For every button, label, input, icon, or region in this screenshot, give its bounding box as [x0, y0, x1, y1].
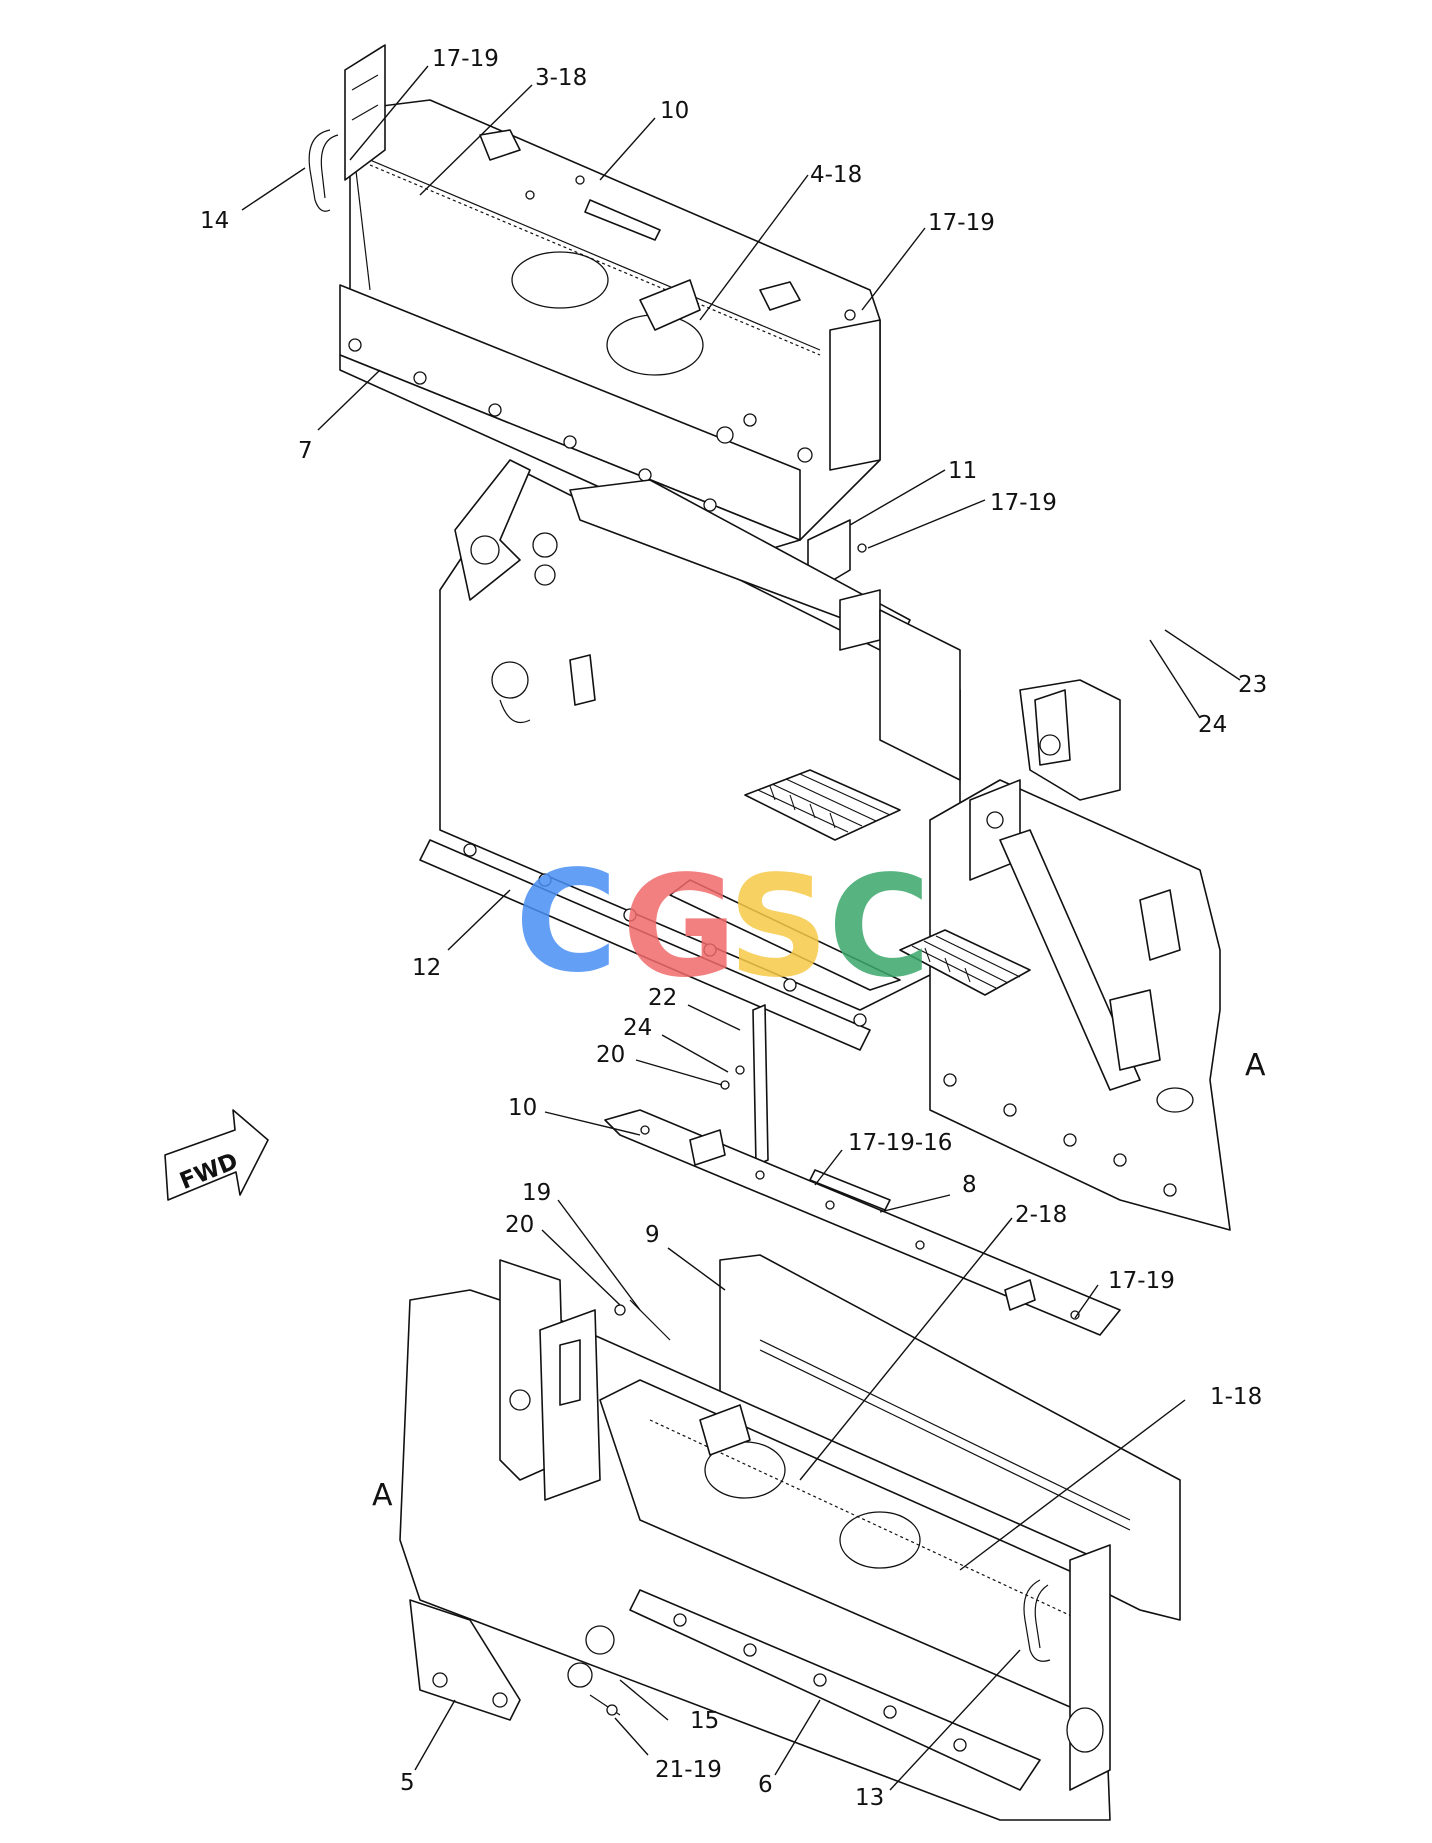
callout-2-18: 2-18 [1015, 1202, 1067, 1228]
bar-22 [752, 1004, 769, 1166]
callout-10-top: 10 [660, 98, 689, 124]
leader-lines [241, 65, 1241, 1791]
bottom-assembly [399, 1254, 1181, 1821]
callout-labels: 14 17-19 3-18 10 4-18 17-19 7 11 17-19 2… [200, 46, 1267, 1811]
callout-17-19-a: 17-19 [432, 46, 499, 72]
callout-12: 12 [412, 955, 441, 981]
watermark-letter-s: S [728, 846, 829, 1009]
callout-17-19-c: 17-19 [990, 490, 1057, 516]
callout-20-b: 20 [505, 1212, 534, 1238]
callout-5: 5 [400, 1770, 415, 1796]
watermark-letter-c: C [515, 841, 618, 1004]
watermark: C G S C [515, 841, 931, 1009]
callout-17-19-d: 17-19 [1108, 1268, 1175, 1294]
callout-9: 9 [645, 1222, 660, 1248]
callout-6: 6 [758, 1772, 773, 1798]
callout-17-19-16: 17-19-16 [848, 1130, 952, 1156]
callout-11: 11 [948, 458, 977, 484]
callout-7: 7 [298, 438, 313, 464]
callout-20-a: 20 [596, 1042, 625, 1068]
rail-10-mid [604, 1109, 1121, 1336]
view-label-a-right: A [1245, 1048, 1266, 1083]
view-label-a-left: A [372, 1478, 393, 1513]
callout-15: 15 [690, 1708, 719, 1734]
watermark-letter-g: G [622, 846, 737, 1009]
callout-17-19-b: 17-19 [928, 210, 995, 236]
watermark-letter-c2: C [828, 846, 931, 1009]
callout-4-18: 4-18 [810, 162, 862, 188]
middle-assembly [419, 459, 961, 1051]
top-assembly [308, 44, 881, 556]
callout-21-19: 21-19 [655, 1757, 722, 1783]
callout-14: 14 [200, 208, 229, 234]
callout-23: 23 [1238, 672, 1267, 698]
callout-24-a: 24 [1198, 712, 1227, 738]
callout-24-b: 24 [623, 1015, 652, 1041]
callout-22: 22 [648, 985, 677, 1011]
fwd-arrow: FWD [164, 1109, 269, 1201]
right-frame [899, 679, 1231, 1231]
callout-8: 8 [962, 1172, 977, 1198]
callout-13: 13 [855, 1785, 884, 1811]
callout-10-mid: 10 [508, 1095, 537, 1121]
callout-3-18: 3-18 [535, 65, 587, 91]
callout-19: 19 [522, 1180, 551, 1206]
callout-1-18: 1-18 [1210, 1384, 1262, 1410]
